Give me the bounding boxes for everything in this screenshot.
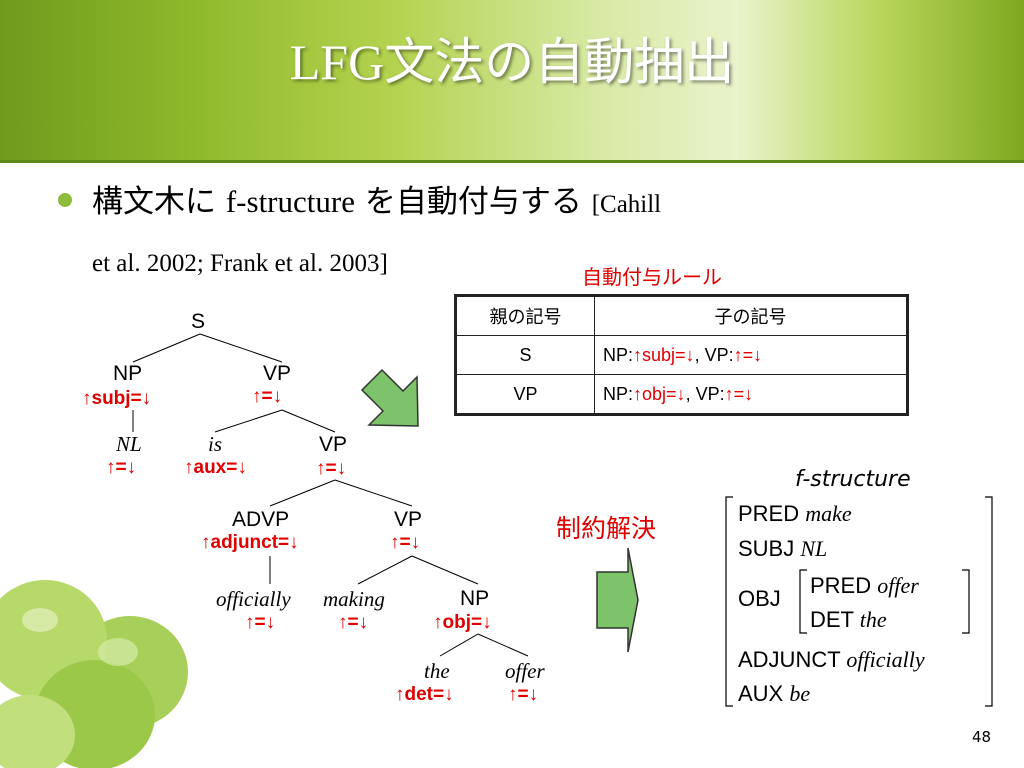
fs-adjunct-key: ADJUNCT [738, 647, 841, 672]
bullet-text-ja2: を自動付与する [354, 184, 592, 220]
fs-aux-key: AUX [738, 681, 784, 706]
arrow-down-left-icon [360, 368, 419, 427]
child-vp-annotation: ↑=↓ [724, 383, 754, 404]
fstructure-obj-key: OBJ [738, 586, 781, 611]
fs-obj-det-key: DET [810, 607, 854, 632]
fstructure-obj-det: DET the [810, 607, 887, 633]
bullet-dot-icon [58, 193, 72, 207]
table-header-child: 子の記号 [594, 295, 908, 336]
fs-adjunct-val: officially [846, 647, 925, 672]
tree-annotation-vp3: ↑=↓ [390, 532, 421, 553]
fs-subj-val: NL [800, 536, 828, 561]
fstructure-brackets [725, 496, 993, 707]
fstructure-aux: AUX be [738, 681, 810, 707]
tree-node-vp: VP [263, 362, 292, 385]
fs-obj-pred-val: offer [877, 573, 919, 598]
fstructure-subj: SUBJ NL [738, 536, 827, 562]
child-np-annotation: ↑subj=↓ [633, 344, 695, 365]
tree-node-np2: NP [460, 587, 490, 610]
table-row: VP NP:↑obj=↓, VP:↑=↓ [455, 374, 908, 415]
constraint-resolution-label: 制約解決 [556, 514, 657, 543]
rules-title: 自動付与ルール [582, 265, 722, 289]
citation-line2: et al. 2002; Frank et al. 2003] [92, 250, 388, 277]
tree-annotation-nl: ↑=↓ [106, 457, 137, 478]
table-header-parent: 親の記号 [455, 295, 595, 336]
tree-word-is: is [208, 432, 223, 456]
fs-pred-val: make [805, 501, 852, 526]
page-number: 48 [972, 728, 992, 746]
child-vp-annotation: ↑=↓ [733, 344, 763, 365]
tree-node-advp: ADVP [232, 508, 290, 531]
fstructure-title: f-structure [795, 467, 911, 492]
apples-decoration [0, 580, 188, 768]
table-cell-parent: VP [455, 374, 595, 415]
fs-obj-pred-key: PRED [810, 573, 872, 598]
tree-annotation-making: ↑=↓ [338, 612, 369, 633]
fstructure-pred: PRED make [738, 501, 852, 527]
bullet-text: 構文木に f-structure を自動付与する [Cahill et al. … [92, 174, 952, 292]
table-header-row: 親の記号 子の記号 [455, 295, 908, 336]
table-cell-child: NP:↑obj=↓, VP:↑=↓ [594, 374, 908, 415]
rules-table: 親の記号 子の記号 S NP:↑subj=↓, VP:↑=↓ VP NP:↑ob… [454, 294, 909, 416]
tree-annotation-offer: ↑=↓ [508, 684, 539, 705]
arrow-right-icon [596, 547, 639, 653]
table-cell-child: NP:↑subj=↓, VP:↑=↓ [594, 335, 908, 375]
bullet-text-en: f-structure [225, 184, 355, 219]
citation-line1: [Cahill [591, 191, 662, 218]
banner-divider [0, 160, 1024, 163]
tree-word-officially: officially [216, 587, 291, 611]
tree-edges [132, 333, 529, 657]
tree-node-np: NP [113, 362, 143, 385]
tree-annotation-obj: ↑obj=↓ [433, 612, 492, 633]
child-np-annotation: ↑obj=↓ [633, 383, 686, 404]
tree-annotation-adjunct: ↑adjunct=↓ [201, 532, 299, 553]
child-vp-label: , VP: [694, 344, 734, 365]
fstructure-adjunct: ADJUNCT officially [738, 647, 925, 673]
child-np-label: NP: [603, 383, 634, 404]
tree-annotation-det: ↑det=↓ [395, 684, 454, 705]
tree-annotation-vp2: ↑=↓ [316, 458, 347, 479]
tree-node-s: S [191, 310, 206, 333]
tree-annotation-subj: ↑subj=↓ [82, 388, 152, 409]
table-row: S NP:↑subj=↓, VP:↑=↓ [455, 335, 908, 375]
child-np-label: NP: [603, 344, 634, 365]
fs-obj-det-val: the [859, 607, 887, 632]
tree-annotation-aux: ↑aux=↓ [184, 457, 247, 478]
fs-pred-key: PRED [738, 501, 800, 526]
title-banner [0, 0, 1024, 163]
tree-word-making: making [323, 587, 385, 611]
table-cell-parent: S [455, 335, 595, 375]
tree-annotation-vp: ↑=↓ [252, 386, 283, 407]
child-vp-label: , VP: [685, 383, 725, 404]
bullet-text-ja1: 構文木に [92, 184, 226, 220]
tree-word-nl: NL [116, 432, 142, 456]
tree-word-the: the [424, 659, 450, 683]
tree-word-offer: offer [505, 659, 545, 683]
slide-title: LFG文法の自動抽出 [289, 34, 735, 90]
tree-annotation-officially: ↑=↓ [245, 612, 276, 633]
fs-aux-val: be [789, 681, 811, 706]
tree-node-vp3: VP [394, 508, 423, 531]
fstructure-obj-pred: PRED offer [810, 573, 919, 599]
fs-subj-key: SUBJ [738, 536, 795, 561]
tree-node-vp2: VP [319, 433, 348, 456]
